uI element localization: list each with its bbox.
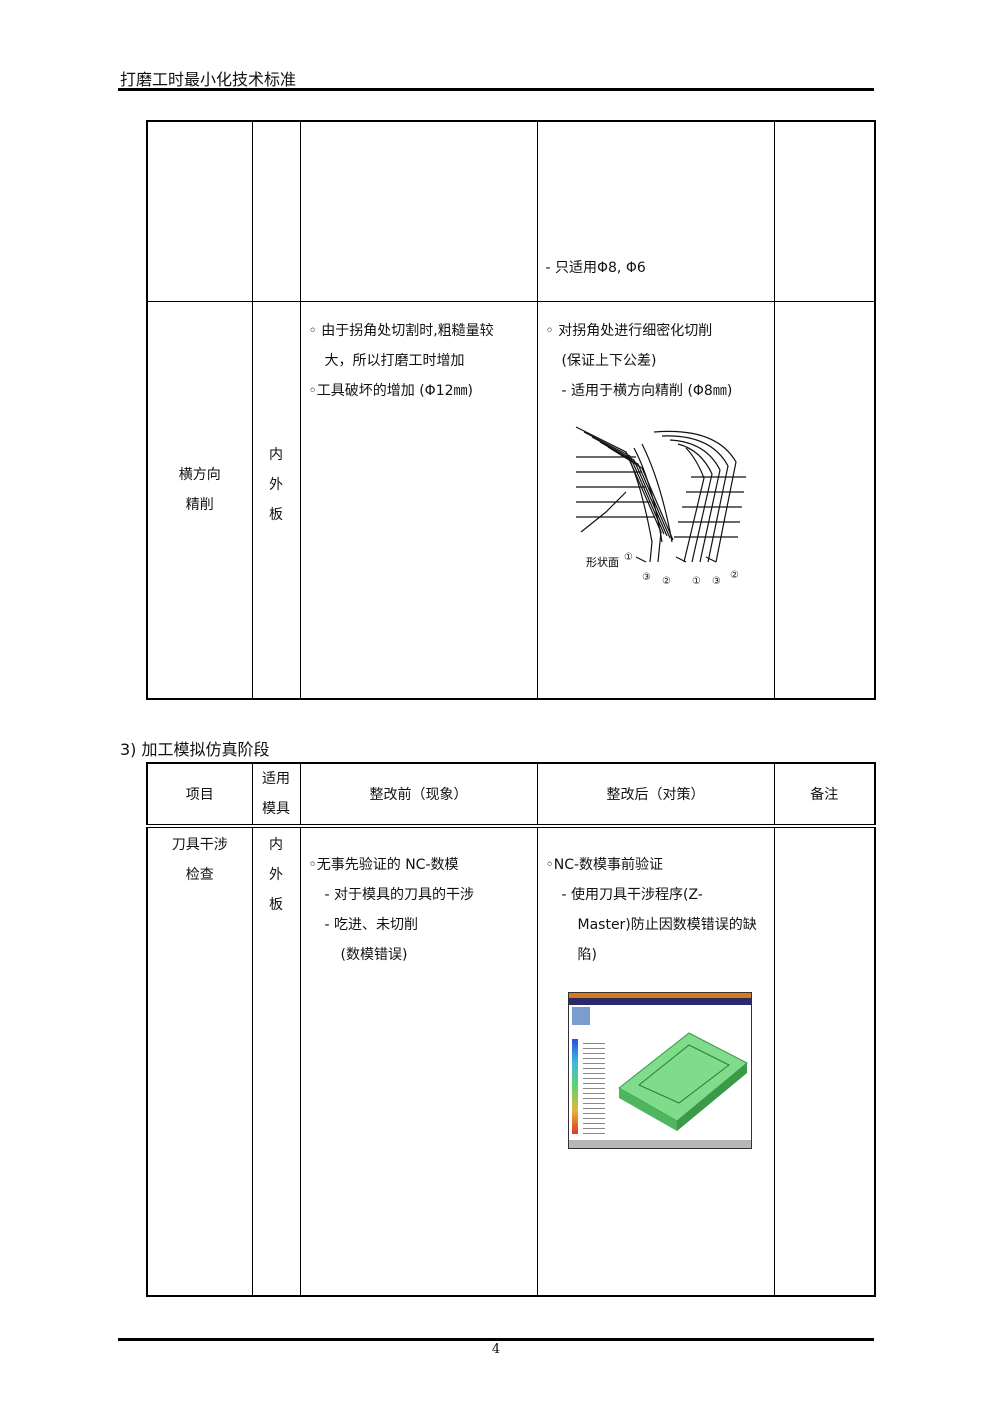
header-mold-line: 模具 [262, 801, 290, 817]
table-row: - 只适用Φ8, Φ6 [146, 120, 876, 302]
table-row: 横方向 精削 内 外 板 ◦ 由于拐角处切割时,粗糙量较 大，所以打磨工时增加 … [146, 300, 876, 700]
item-cell [146, 120, 253, 302]
table-header-row: 项目 适用 模具 整改前（现象） 整改后（对策） 备注 [146, 762, 876, 828]
simulation-table: 项目 适用 模具 整改前（现象） 整改后（对策） 备注 刀具干涉 检查 内 外 … [146, 762, 876, 1297]
header-mold: 适用 模具 [251, 762, 301, 828]
after-line: 陷) [577, 947, 597, 963]
after-cell: ◦NC-数模事前验证 - 使用刀具干涉程序(Z- Master)防止因数模错误的… [536, 825, 775, 1297]
item-line: 精削 [185, 496, 214, 513]
figure-mark: ② [662, 576, 671, 587]
before-line: - 对于模具的刀具的干涉 [324, 887, 475, 903]
figure-label: 形状面 [586, 555, 619, 569]
after-line: (保证上下公差) [561, 352, 657, 369]
process-table-continued: - 只适用Φ8, Φ6 横方向 精削 内 外 板 ◦ 由于拐角处切割时,粗糙量较… [146, 120, 876, 700]
section-heading: 3) 加工模拟仿真阶段 [120, 740, 270, 759]
figure-mark: ② [730, 570, 739, 581]
footer-rule [118, 1338, 874, 1341]
after-line: ◦NC-数模事前验证 [545, 857, 664, 873]
figure-mark: ③ [642, 572, 651, 583]
mold-line: 外 [269, 476, 283, 493]
before-line: 大，所以打磨工时增加 [324, 352, 465, 369]
item-line: 刀具干涉 [171, 837, 228, 853]
after-line: Master)防止因数模错误的缺 [577, 917, 757, 933]
before-line: (数模错误) [340, 947, 408, 963]
after-note-text: - 只适用Φ8, Φ6 [545, 259, 646, 276]
mold-line: 内 [269, 837, 283, 853]
header-item: 项目 [146, 762, 253, 828]
page-header-title: 打磨工时最小化技术标准 [120, 70, 297, 89]
note-cell [773, 120, 876, 302]
figure-mark: ③ [712, 576, 721, 587]
mold-line: 内 [269, 446, 283, 463]
before-line: ◦工具破坏的增加 (Φ12㎜) [308, 382, 473, 399]
header-note: 备注 [773, 762, 876, 828]
figure-mark: ① [692, 576, 701, 587]
after-line: ◦ 对拐角处进行细密化切削 [545, 322, 713, 339]
item-cell: 横方向 精削 [146, 300, 253, 700]
figure-mark: ① [624, 552, 633, 563]
before-cell [299, 120, 538, 302]
mold-line: 外 [269, 867, 283, 883]
before-cell: ◦无事先验证的 NC-数模 - 对于模具的刀具的干涉 - 吃进、未切削 (数模错… [299, 825, 538, 1297]
before-line: ◦无事先验证的 NC-数模 [308, 857, 459, 873]
item-line: 横方向 [178, 466, 221, 483]
note-cell [773, 825, 876, 1297]
before-cell: ◦ 由于拐角处切割时,粗糙量较 大，所以打磨工时增加 ◦工具破坏的增加 (Φ12… [299, 300, 538, 700]
after-line: - 使用刀具干涉程序(Z- [561, 887, 703, 903]
item-line: 检查 [185, 867, 214, 883]
header-after: 整改后（对策） [536, 762, 775, 828]
header-mold-line: 适用 [262, 771, 290, 787]
item-cell: 刀具干涉 检查 [146, 825, 253, 1297]
mold-cell [251, 120, 301, 302]
after-line: - 适用于横方向精削 (Φ8㎜) [561, 382, 733, 399]
mold-cell: 内 外 板 [251, 825, 301, 1297]
after-cell: ◦ 对拐角处进行细密化切削 (保证上下公差) - 适用于横方向精削 (Φ8㎜) [536, 300, 775, 700]
table-row: 刀具干涉 检查 内 外 板 ◦无事先验证的 NC-数模 - 对于模具的刀具的干涉… [146, 825, 876, 1297]
header-before: 整改前（现象） [299, 762, 538, 828]
mold-cell: 内 外 板 [251, 300, 301, 700]
before-line: - 吃进、未切削 [324, 917, 419, 933]
corner-finish-diagram: 形状面 ① ③ ② ① ③ ② [575, 425, 746, 587]
mold-line: 板 [269, 506, 283, 523]
mold-line: 板 [269, 897, 283, 913]
header-rule [118, 88, 874, 91]
after-cell: - 只适用Φ8, Φ6 [536, 120, 775, 302]
note-cell [773, 300, 876, 700]
page-number: 4 [491, 1342, 501, 1357]
before-line: ◦ 由于拐角处切割时,粗糙量较 [308, 322, 494, 339]
zmaster-screenshot [567, 992, 752, 1149]
